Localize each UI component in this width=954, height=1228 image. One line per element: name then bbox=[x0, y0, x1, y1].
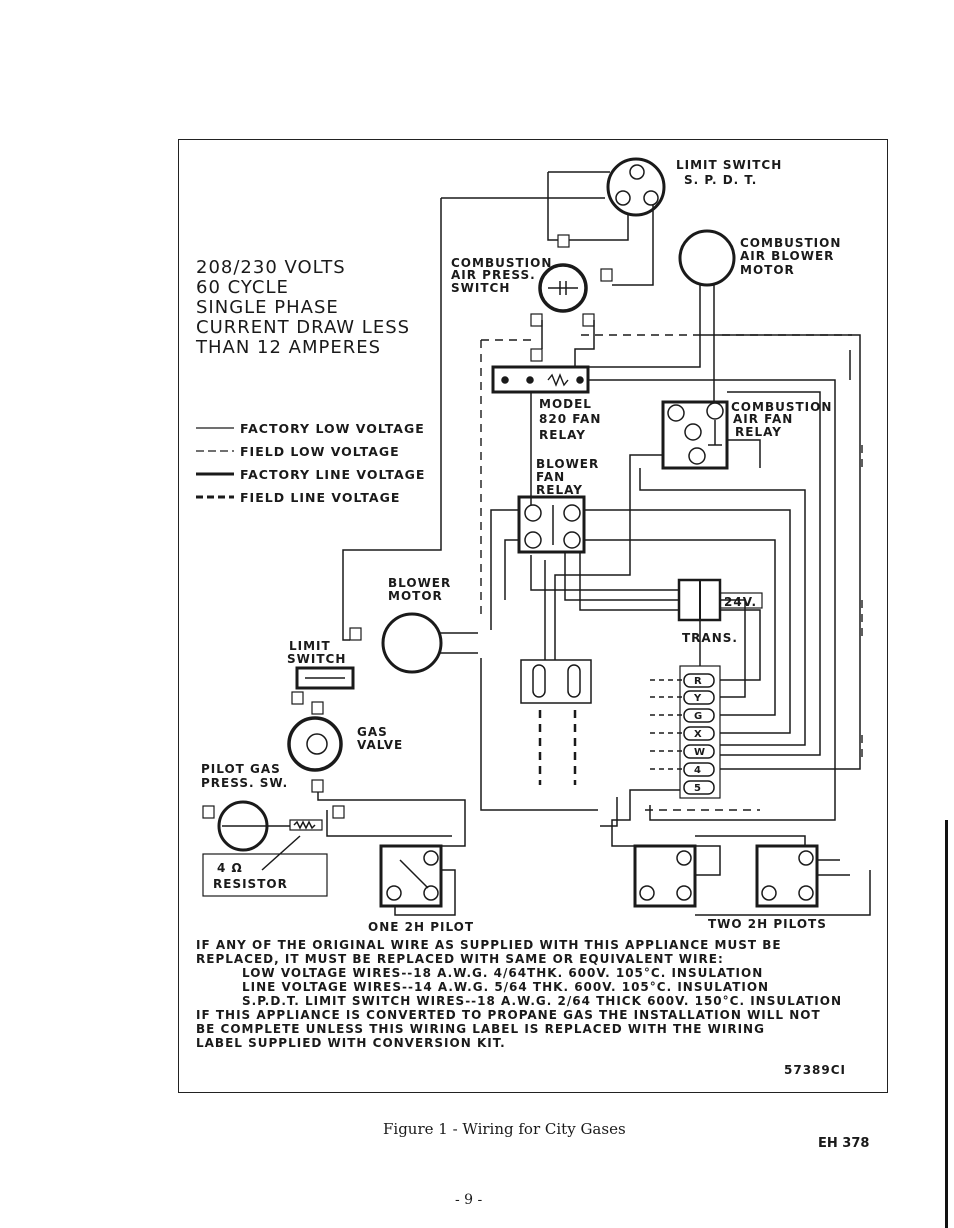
limit-switch-left bbox=[291, 627, 362, 715]
blower-relay-label-2: FAN bbox=[536, 470, 566, 484]
note-line-3: LOW VOLTAGE WIRES--18 A.W.G. 4/64THK. 60… bbox=[242, 966, 764, 980]
figure-caption: Figure 1 - Wiring for City Gases bbox=[383, 1120, 626, 1138]
air-fan-relay-label-3: RELAY bbox=[735, 425, 782, 439]
combustion-blower-motor bbox=[678, 229, 736, 287]
air-fan-relay-label-2: AIR FAN bbox=[733, 412, 794, 426]
fan-relay-label-3: RELAY bbox=[539, 428, 586, 442]
transformer-label: TRANS. bbox=[682, 631, 738, 645]
limit-switch-left-label-2: SWITCH bbox=[287, 652, 347, 666]
pilot-press-label-1: PILOT GAS bbox=[201, 762, 281, 776]
page-number: - 9 - bbox=[455, 1192, 483, 1208]
note-line-7: BE COMPLETE UNLESS THIS WIRING LABEL IS … bbox=[196, 1022, 765, 1036]
two-pilots-label: TWO 2H PILOTS bbox=[708, 917, 827, 931]
current-text: CURRENT DRAW LESS bbox=[196, 317, 411, 338]
terminal-strip bbox=[650, 665, 721, 799]
blower-motor-label-1: BLOWER bbox=[388, 576, 452, 590]
cycle-text: 60 CYCLE bbox=[196, 277, 289, 298]
blower-relay-label-3: RELAY bbox=[536, 483, 583, 497]
limit-switch-sub-label: S. P. D. T. bbox=[684, 173, 758, 187]
combustion-blower-label-2: AIR BLOWER bbox=[740, 249, 835, 263]
part-number: 57389CI bbox=[784, 1063, 847, 1077]
fan-relay-label-1: MODEL bbox=[539, 397, 592, 411]
terminal-x: X bbox=[694, 729, 703, 740]
limit-switch-left-label-1: LIMIT bbox=[289, 639, 331, 653]
title-block: 208/230 VOLTS 60 CYCLE SINGLE PHASE CURR… bbox=[196, 258, 410, 358]
resistor-value-label: 4 Ω bbox=[217, 861, 243, 875]
combustion-press-switch bbox=[530, 234, 613, 362]
note-line-6: IF THIS APPLIANCE IS CONVERTED TO PROPAN… bbox=[196, 1008, 821, 1022]
fan-relay-label-2: 820 FAN bbox=[539, 412, 602, 426]
pilot-press-label-2: PRESS. SW. bbox=[201, 776, 289, 790]
field-wires bbox=[480, 334, 863, 811]
note-line-1: IF ANY OF THE ORIGINAL WIRE AS SUPPLIED … bbox=[196, 938, 782, 952]
solid-thick-line-icon bbox=[196, 472, 234, 476]
phase-text: SINGLE PHASE bbox=[196, 297, 339, 318]
air-fan-relay-label-1: COMBUSTION bbox=[731, 400, 833, 414]
diagram-frame bbox=[178, 139, 888, 1093]
note-line-4: LINE VOLTAGE WIRES--14 A.W.G. 5/64 THK. … bbox=[242, 980, 770, 994]
gas-valve-label-2: VALVE bbox=[357, 738, 404, 752]
pilot-two bbox=[633, 844, 819, 908]
amperes-text: THAN 12 AMPERES bbox=[196, 337, 382, 358]
scan-edge bbox=[945, 820, 948, 1228]
pilot-press-switch bbox=[202, 800, 345, 897]
combustion-blower-label-1: COMBUSTION bbox=[740, 236, 842, 250]
dashed-thin-line-icon bbox=[196, 450, 234, 452]
line-terminal-block bbox=[520, 659, 592, 785]
terminal-r: R bbox=[694, 676, 703, 687]
resistor-label: RESISTOR bbox=[213, 877, 288, 891]
note-line-5: S.P.D.T. LIMIT SWITCH WIRES--18 A.W.G. 2… bbox=[242, 994, 842, 1008]
press-switch-label-1: COMBUSTION bbox=[451, 256, 553, 270]
terminal-y: Y bbox=[694, 693, 703, 704]
wiring-notes: IF ANY OF THE ORIGINAL WIRE AS SUPPLIED … bbox=[196, 938, 842, 1050]
gas-valve-label-1: GAS bbox=[357, 725, 388, 739]
terminal-5: 5 bbox=[694, 783, 702, 794]
voltage-text: 208/230 VOLTS bbox=[196, 257, 346, 278]
wires bbox=[317, 171, 871, 916]
terminal-w: W bbox=[694, 747, 707, 758]
gas-valve bbox=[287, 716, 343, 793]
combustion-blower-label-3: MOTOR bbox=[740, 263, 795, 277]
blower-motor-label-2: MOTOR bbox=[388, 589, 443, 603]
document-id: EH 378 bbox=[818, 1136, 870, 1151]
note-line-2: REPLACED, IT MUST BE REPLACED WITH SAME … bbox=[196, 952, 724, 966]
limit-switch-spdt bbox=[606, 157, 666, 217]
blower-motor bbox=[381, 612, 478, 674]
terminal-g: G bbox=[694, 711, 704, 722]
terminal-4: 4 bbox=[694, 765, 702, 776]
transformer-voltage-label: 24V. bbox=[724, 595, 757, 609]
press-switch-label-2: AIR PRESS. bbox=[451, 268, 536, 282]
air-fan-relay bbox=[661, 400, 729, 470]
limit-switch-label: LIMIT SWITCH bbox=[676, 158, 783, 172]
dashed-thick-line-icon bbox=[196, 495, 234, 499]
one-pilot-label: ONE 2H PILOT bbox=[368, 920, 475, 934]
blower-relay bbox=[517, 495, 586, 554]
blower-relay-label-1: BLOWER bbox=[536, 457, 600, 471]
solid-thin-line-icon bbox=[196, 427, 234, 429]
pilot-one bbox=[379, 844, 443, 908]
press-switch-label-3: SWITCH bbox=[451, 281, 511, 295]
note-line-8: LABEL SUPPLIED WITH CONVERSION KIT. bbox=[196, 1036, 506, 1050]
